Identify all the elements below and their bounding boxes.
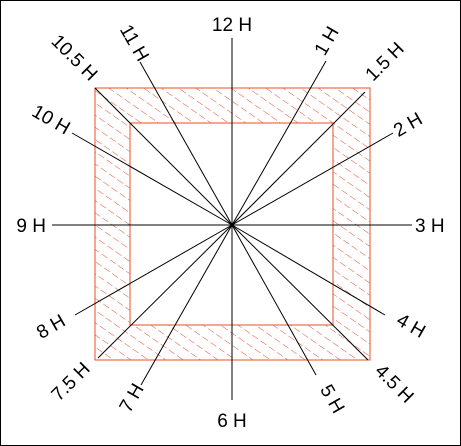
ray-1h <box>231 60 327 226</box>
label-12h: 12 H <box>212 15 252 36</box>
label-10-5h: 10.5 H <box>47 31 101 85</box>
label-4h: 4 H <box>393 310 429 343</box>
label-4-5h: 4.5 H <box>370 361 417 408</box>
ray-1-5h <box>231 91 366 226</box>
ray-5h <box>231 224 317 376</box>
label-10h: 10 H <box>28 101 73 139</box>
ray-10h <box>71 132 233 226</box>
label-9h: 9 H <box>16 216 46 237</box>
label-2h: 2 H <box>390 109 426 142</box>
label-5h: 5 H <box>315 381 348 417</box>
ray-8h <box>74 224 233 316</box>
label-6h: 6 H <box>217 411 247 432</box>
label-1h: 1 H <box>311 23 344 59</box>
rays <box>52 38 412 400</box>
label-1-5h: 1.5 H <box>362 39 409 86</box>
label-3h: 3 H <box>415 216 445 237</box>
label-8h: 8 H <box>33 311 69 344</box>
label-7h: 7 H <box>116 380 149 416</box>
ray-11h <box>139 61 233 226</box>
ray-2h <box>231 132 394 226</box>
ray-4-5h <box>231 224 369 361</box>
label-7-5h: 7.5 H <box>48 359 95 406</box>
ray-7h <box>140 224 233 386</box>
ray-7-5h <box>97 224 233 359</box>
ray-10-5h <box>94 87 233 226</box>
ray-4h <box>231 224 386 316</box>
label-11h: 11 H <box>115 21 153 65</box>
